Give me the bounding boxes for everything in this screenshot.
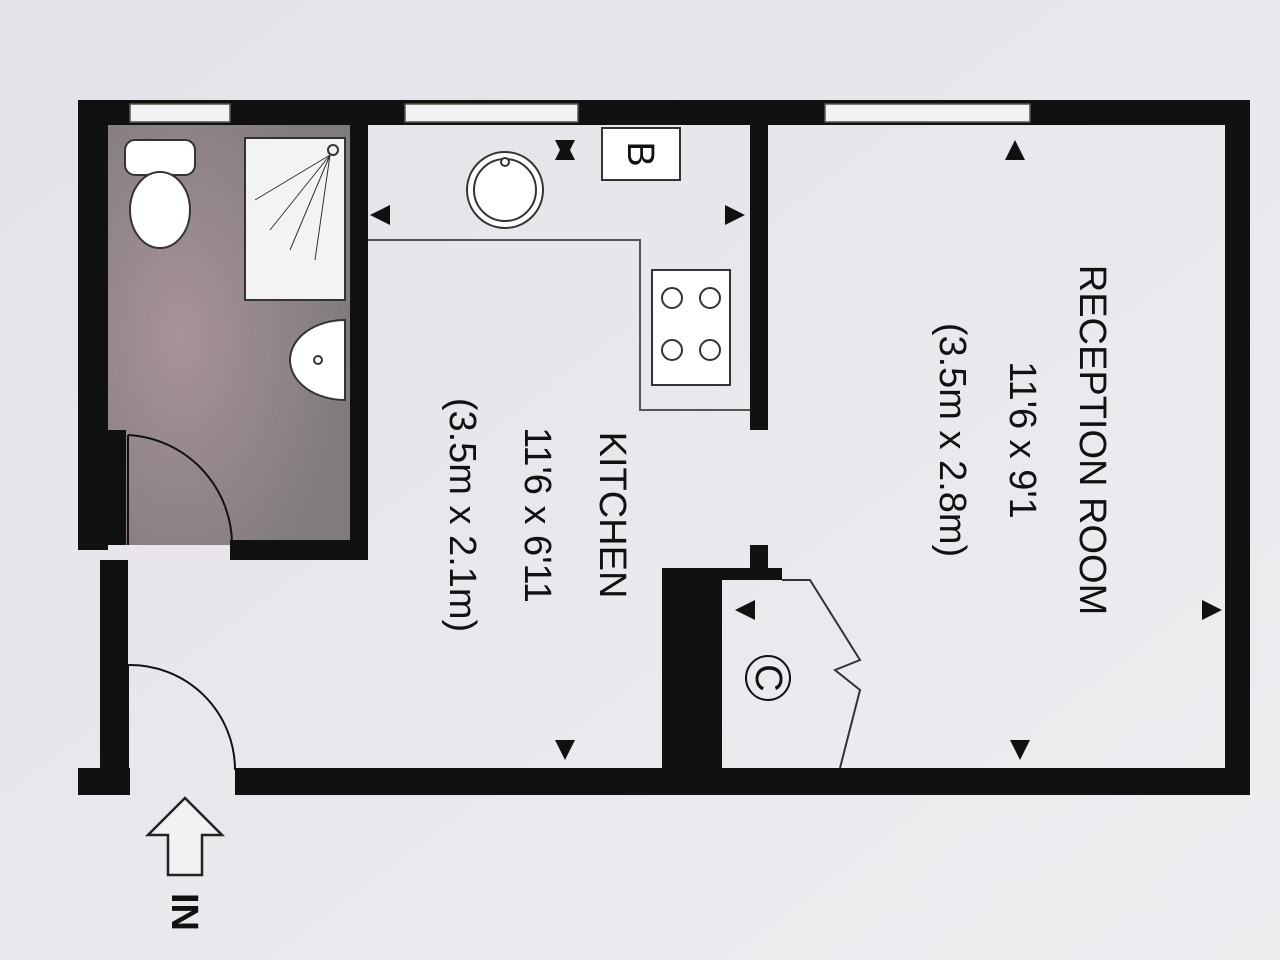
kitchen-label: KITCHEN 11'6 x 6'11 (3.5m x 2.1m) [441, 398, 633, 632]
reception-metric: (3.5m x 2.8m) [931, 323, 973, 557]
reception-room-label: RECEPTION ROOM 11'6 x 9'1 (3.5m x 2.8m) [931, 265, 1113, 615]
shower-icon [244, 137, 346, 301]
kitchen-name: KITCHEN [591, 432, 633, 599]
cupboard-label: C [747, 664, 789, 691]
reception-name: RECEPTION ROOM [1071, 265, 1113, 615]
entrance-door [127, 663, 236, 771]
entrance-arrow-icon [144, 796, 226, 877]
kitchen-imperial: 11'6 x 6'11 [516, 427, 558, 603]
boiler: B [601, 127, 681, 181]
bathroom-basin-icon [289, 318, 346, 402]
toilet-icon [124, 139, 196, 249]
walls [78, 100, 1250, 795]
sink-icon [466, 151, 544, 229]
bathroom-door [127, 434, 234, 546]
windows [129, 103, 1031, 123]
kitchen-metric: (3.5m x 2.1m) [441, 398, 483, 632]
hob-icon [651, 269, 731, 386]
kitchen-counter [368, 239, 750, 411]
entrance-label: IN [163, 893, 205, 931]
reception-imperial: 11'6 x 9'1 [1001, 361, 1043, 518]
boiler-label: B [619, 141, 661, 166]
cupboard: C [745, 579, 862, 769]
dimension-markers [370, 140, 1222, 760]
